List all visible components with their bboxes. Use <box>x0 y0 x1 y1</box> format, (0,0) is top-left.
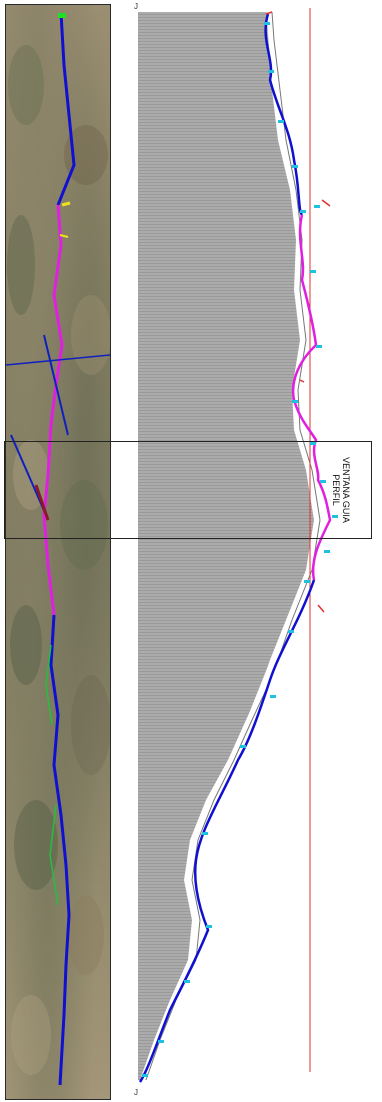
profile-svg <box>138 8 338 1083</box>
crossing-road <box>6 354 110 366</box>
station-mark <box>59 234 69 238</box>
offset-line <box>49 804 59 906</box>
terrain-profile-fill <box>138 12 314 1080</box>
guide-label-line2: PERFIL <box>331 474 341 506</box>
terrain-line <box>140 11 318 1081</box>
grade-line-north[interactable] <box>264 13 304 216</box>
crossing-road <box>34 484 50 521</box>
red-marks <box>265 11 331 613</box>
corner-mark-bottom: J <box>134 1088 138 1097</box>
longitudinal-profile-view[interactable] <box>110 0 382 1102</box>
start-marker[interactable] <box>58 13 66 18</box>
corner-mark-top: J <box>134 2 138 11</box>
grade-line-curves[interactable] <box>291 214 332 581</box>
offset-line <box>45 644 53 726</box>
station-mark <box>61 201 71 207</box>
aerial-plan-view[interactable] <box>5 4 111 1100</box>
terrain-texture <box>7 45 110 1075</box>
plan-alignment-curves[interactable] <box>42 204 64 616</box>
guide-label-line1: VENTANA GUIA <box>341 457 351 523</box>
profile-guide-window[interactable] <box>4 441 372 539</box>
guide-window-label: VENTANA GUIA PERFIL <box>331 457 351 523</box>
alignment-plan-svg <box>6 12 110 1086</box>
plan-alignment-north[interactable] <box>56 12 76 206</box>
tangent-markers <box>142 22 338 1077</box>
terrain-line-secondary <box>145 11 321 1081</box>
crossing-road <box>43 334 69 436</box>
grade-line-south[interactable] <box>138 579 316 1083</box>
plan-alignment-south[interactable] <box>49 614 71 1086</box>
